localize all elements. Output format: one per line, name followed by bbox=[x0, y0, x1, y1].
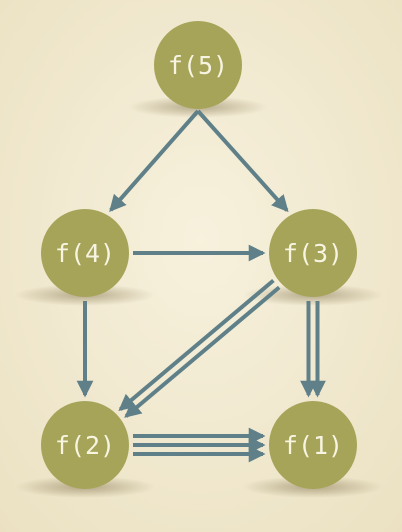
node-circle-f3 bbox=[269, 209, 357, 297]
node-circle-f4 bbox=[41, 209, 129, 297]
node-f5: f(5) bbox=[154, 21, 242, 109]
node-circle-f2 bbox=[41, 401, 129, 489]
node-f4: f(4) bbox=[41, 209, 129, 297]
node-f3: f(3) bbox=[269, 209, 357, 297]
edge-f3-f2-arrow-1 bbox=[124, 285, 281, 418]
edge-f5-f4-arrow-1 bbox=[109, 109, 200, 212]
node-label-f4: f(4) bbox=[55, 239, 115, 268]
nodes: f(5) f(4) f(3) f(2) f(1) bbox=[41, 21, 357, 489]
node-label-f5: f(5) bbox=[168, 51, 228, 80]
node-label-f2: f(2) bbox=[55, 431, 115, 460]
edges bbox=[76, 109, 326, 463]
node-f1: f(1) bbox=[269, 401, 357, 489]
edge-f3-f2-arrow-2 bbox=[118, 278, 275, 412]
node-circle-f5 bbox=[154, 21, 242, 109]
node-circle-f1 bbox=[269, 401, 357, 489]
node-f2: f(2) bbox=[41, 401, 129, 489]
edge-f5-f3-arrow-1 bbox=[196, 109, 289, 213]
node-label-f1: f(1) bbox=[283, 431, 343, 460]
node-label-f3: f(3) bbox=[283, 239, 343, 268]
